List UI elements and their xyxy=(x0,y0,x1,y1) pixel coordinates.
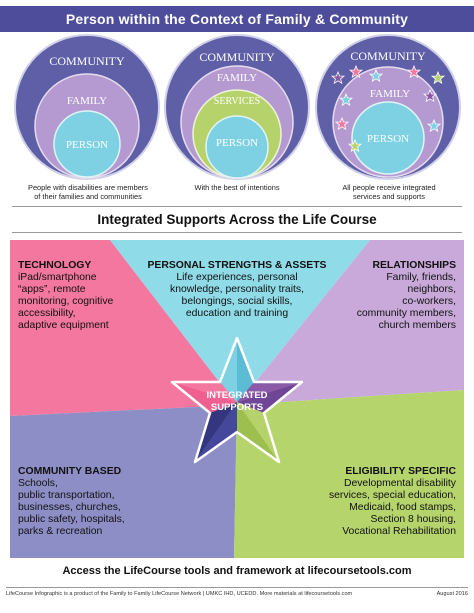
family-label: FAMILY xyxy=(217,72,257,84)
eligibility-body: Developmental disability services, speci… xyxy=(328,478,456,537)
technology-body: iPad/smartphone “apps”, remote monitorin… xyxy=(18,272,114,331)
diagram-3: COMMUNITY FAMILY PERSON xyxy=(315,34,461,180)
supports-title: Integrated Supports Across the Life Cour… xyxy=(97,212,377,227)
personal-body: Life experiences, personal knowledge, pe… xyxy=(170,272,304,319)
community-segment xyxy=(10,405,237,558)
star-label-line2: SUPPORTS xyxy=(211,402,263,413)
personal-segment xyxy=(110,240,370,405)
supports-wheel: INTEGRATED SUPPORTS xyxy=(10,240,464,558)
family-label: FAMILY xyxy=(67,95,107,107)
person-label: PERSON xyxy=(367,133,409,145)
divider xyxy=(12,232,462,233)
relationships-body: Family, friends, neighbors, co-workers, … xyxy=(356,272,456,331)
eligibility-segment xyxy=(234,390,464,558)
footer: LifeCourse Infographic is a product of t… xyxy=(6,591,468,597)
services-label: SERVICES xyxy=(214,96,260,107)
community-title: COMMUNITY BASED xyxy=(18,466,122,477)
caption-2: With the best of intentions xyxy=(194,183,280,192)
technology-segment xyxy=(10,240,237,416)
person-circle xyxy=(351,101,425,175)
community-label: COMMUNITY xyxy=(49,54,125,68)
divider xyxy=(12,206,462,207)
community-body: Schools, public transportation, business… xyxy=(18,478,125,537)
personal-block: PERSONAL STRENGTHS & ASSETS Life experie… xyxy=(130,260,344,320)
page-title: Person within the Context of Family & Co… xyxy=(65,11,409,27)
person-circle xyxy=(205,115,269,179)
caption-3: All people receive integrated services a… xyxy=(342,183,436,201)
access-text: Access the LifeCourse tools and framewor… xyxy=(62,565,412,577)
divider xyxy=(6,587,468,588)
community-block: COMMUNITY BASED Schools, public transpor… xyxy=(18,466,178,538)
diagram-2: COMMUNITY FAMILY SERVICES PERSON xyxy=(164,34,310,180)
person-label: PERSON xyxy=(216,137,258,149)
family-label: FAMILY xyxy=(370,88,410,100)
technology-block: TECHNOLOGY iPad/smartphone “apps”, remot… xyxy=(18,260,168,332)
page-header: Person within the Context of Family & Co… xyxy=(0,6,474,32)
community-label: COMMUNITY xyxy=(199,50,275,64)
person-circle xyxy=(53,110,121,178)
community-label: COMMUNITY xyxy=(350,49,426,63)
relationships-title: RELATIONSHIPS xyxy=(372,260,456,271)
footer-credit: LifeCourse Infographic is a product of t… xyxy=(6,591,353,597)
relationships-segment xyxy=(237,240,464,405)
integrated-star: INTEGRATED SUPPORTS xyxy=(170,336,304,464)
relationships-block: RELATIONSHIPS Family, friends, neighbors… xyxy=(306,260,456,332)
footer-date: August 2016 xyxy=(436,591,468,597)
person-label: PERSON xyxy=(66,139,108,151)
personal-title: PERSONAL STRENGTHS & ASSETS xyxy=(147,260,327,271)
caption-1: People with disabilities are members of … xyxy=(28,183,148,201)
technology-title: TECHNOLOGY xyxy=(18,260,92,271)
eligibility-title: ELIGIBILITY SPECIFIC xyxy=(345,466,456,477)
diagram-1: COMMUNITY FAMILY PERSON xyxy=(14,34,160,180)
eligibility-block: ELIGIBILITY SPECIFIC Developmental disab… xyxy=(286,466,456,538)
circle-diagrams: COMMUNITY FAMILY PERSON COMMUNITY FAMILY… xyxy=(14,34,461,180)
star-label-line1: INTEGRATED xyxy=(206,390,267,401)
